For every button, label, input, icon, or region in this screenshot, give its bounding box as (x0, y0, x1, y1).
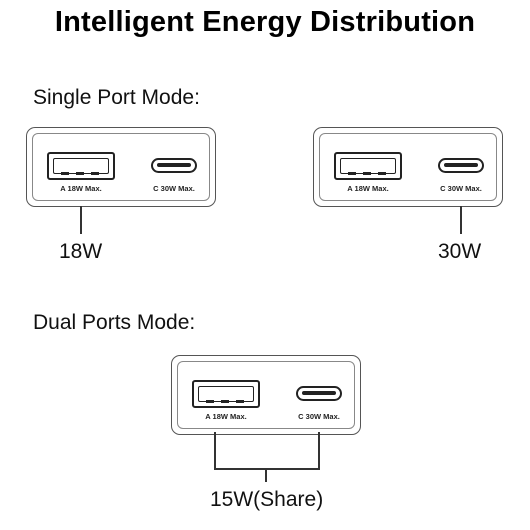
port-c-label: C 30W Max. (153, 184, 195, 193)
power-bank-single-right: A 18W Max. C 30W Max. (313, 127, 503, 207)
connector-line (460, 206, 462, 234)
bracket-stem-line (265, 468, 267, 482)
power-bank-face (32, 133, 210, 201)
usb-a-port-icon (47, 152, 115, 180)
bracket-left-line (214, 432, 216, 469)
usb-a-port-icon (192, 380, 260, 408)
power-bank-face (319, 133, 497, 201)
power-bank-single-left: A 18W Max. C 30W Max. (26, 127, 216, 207)
port-c-label: C 30W Max. (298, 412, 340, 421)
power-bank-face (177, 361, 355, 429)
single-port-a-output: 18W (59, 240, 103, 263)
bracket-right-line (318, 432, 320, 469)
usb-c-port-icon (151, 158, 197, 173)
single-port-c-output: 30W (438, 240, 482, 263)
bracket-bottom-line (214, 468, 320, 470)
dual-port-shared-output: 15W(Share) (210, 488, 324, 511)
port-a-label: A 18W Max. (205, 412, 247, 421)
page-title: Intelligent Energy Distribution (54, 6, 476, 38)
usb-c-port-icon (296, 386, 342, 401)
dual-ports-mode-label: Dual Ports Mode: (33, 311, 196, 334)
port-c-label: C 30W Max. (440, 184, 482, 193)
usb-c-port-icon (438, 158, 484, 173)
single-port-mode-label: Single Port Mode: (33, 86, 200, 109)
power-bank-dual: A 18W Max. C 30W Max. (171, 355, 361, 435)
port-a-label: A 18W Max. (347, 184, 389, 193)
port-a-label: A 18W Max. (60, 184, 102, 193)
connector-line (80, 206, 82, 234)
usb-a-port-icon (334, 152, 402, 180)
